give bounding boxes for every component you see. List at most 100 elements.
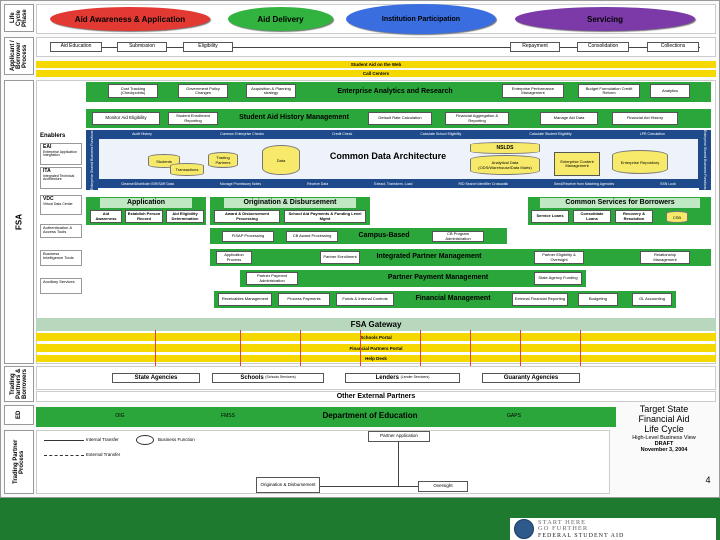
cda-bottom-item: Send/Receive from Matching Agencies: [554, 182, 615, 186]
partner-schools: Schools (Schools Servicers): [212, 373, 324, 383]
partner-application-box: Partner Application: [368, 431, 430, 442]
cda-data: Data: [262, 145, 300, 175]
step-repayment: Repayment: [510, 42, 560, 52]
award-disbursement-box: Award & Disbursement Processing: [214, 210, 280, 223]
legend-internal-label: Internal Transfer: [86, 436, 119, 442]
flow-line: [580, 330, 581, 368]
school-aid-payments-box: School Aid Payments & Funding Level Mgmt: [284, 210, 366, 223]
step-submission: Submission: [117, 42, 167, 52]
service-loans-box: Service Loans: [531, 210, 569, 223]
target-state-line: High-Level Business View: [632, 434, 696, 441]
target-state-label: Target State Financial Aid Life Cycle Hi…: [612, 404, 716, 495]
funds-internal-box: Funds & Internal Controls: [336, 293, 394, 306]
partner-lenders: Lenders (Lender Servicers): [345, 373, 460, 383]
cda-trading-partners: Trading Partners: [208, 152, 238, 168]
step-aid-education: Aid Education: [50, 42, 102, 52]
partner-eligibility-box: Partner Eligibility & Oversight: [534, 251, 584, 264]
cda-bottom-item: Manage Promissory Notes: [219, 182, 262, 186]
ed-fmss: FMSS: [221, 413, 235, 420]
cda-side-right: Enterprise Shared Business Functions: [699, 130, 711, 190]
csb-cylinder: CSB: [666, 211, 688, 223]
aid-eligibility-box: Aid Eligibility Determination: [166, 210, 204, 223]
help-desk-bar: Help Desk: [36, 355, 716, 362]
phase-aid-awareness: Aid Awareness & Application: [50, 7, 210, 31]
fsa-logo: START HERE GO FURTHER FEDERAL STUDENT AI…: [510, 518, 716, 540]
cda-bottom-item: SSN Look: [660, 182, 676, 186]
partner-guaranty-agencies: Guaranty Agencies: [482, 373, 580, 383]
lenders-subtext: (Lender Servicers): [400, 375, 430, 380]
ed-oig: OIG: [115, 413, 125, 420]
cda-enterprise-repository: Enterprise Repository: [612, 150, 668, 174]
cda-top-item: Credit Check: [332, 132, 353, 136]
target-state-line: DRAFT: [654, 440, 674, 447]
financial-management-title: Financial Management: [415, 295, 491, 303]
ed-gaps: GAPS: [507, 413, 521, 420]
enabler-auth-tools: Authentication & Access Tools: [40, 224, 82, 238]
budget-formulation-box: Budget Formulation Credit Reform: [578, 84, 640, 98]
student-enrollment-box: Student Enrollment Reporting: [168, 112, 218, 125]
schools-subtext: (Schools Servicers): [265, 375, 296, 380]
enabler-ancillary: Ancillary Services: [40, 278, 82, 294]
enabler-bi-tools: Business Intelligence Tools: [40, 250, 82, 266]
cost-tracking-box: Cost Tracking (Checkpoints): [108, 84, 158, 98]
phase-servicing: Servicing: [515, 7, 695, 31]
cda-top-item: Calculate Student Eligibility: [529, 132, 572, 136]
application-title: Application: [100, 198, 192, 208]
flow-line: [520, 330, 521, 368]
manage-aid-data-box: Manage Aid Data: [540, 112, 598, 125]
state-agency-funding-box: State Agency Funding: [534, 272, 582, 285]
legend-external-label: External Transfer: [86, 451, 121, 457]
legend-business-oval: [136, 435, 154, 445]
ed-side-label: ED: [4, 405, 34, 425]
flow-line: [420, 330, 421, 368]
financial-partners-portal-bar: Financial Partners Portal: [36, 344, 716, 352]
target-state-line: Financial Aid: [638, 413, 690, 424]
partner-payment-band: [240, 270, 586, 287]
cb-program-admin-box: CB Program Administration: [432, 231, 484, 242]
step-eligibility: Eligibility: [183, 42, 233, 52]
page-number: 4: [705, 475, 711, 486]
flow-line: [240, 330, 241, 368]
aid-history-title: Student Aid History Management: [239, 114, 349, 122]
call-centers-bar: Call Centers: [36, 70, 716, 77]
applicant-line: [50, 47, 700, 48]
aid-awareness-box: Aid Awareness: [90, 210, 122, 223]
partner-state-agencies: State Agencies: [112, 373, 200, 383]
trading-partners-side-label: Trading Partners & Borrowers: [4, 366, 34, 402]
partner-origination-box: Origination & Disbursement: [256, 477, 320, 493]
legend-external-arrow: [44, 455, 84, 456]
flow-line: [155, 330, 156, 368]
cda-side-left: Enterprise Shared Business Functions: [86, 130, 98, 190]
logo-line: GO FURTHER: [538, 525, 589, 532]
enterprise-analytics-title: Enterprise Analytics and Research: [337, 88, 453, 96]
partner-payment-title: Partner Payment Management: [387, 274, 489, 282]
cda-top-bar: Audit History Common Enterprise Checks C…: [98, 130, 699, 138]
relationship-management-box: Relationship Management: [640, 251, 690, 264]
financial-aid-history-box: Financial Aid History: [612, 112, 678, 125]
cda-bottom-item: Receive Data: [307, 182, 329, 186]
fsa-side-label: FSA: [4, 80, 34, 364]
partner-process-row: [36, 430, 610, 494]
cda-title: Common Data Architecture: [329, 151, 447, 162]
enterprise-performance-box: Enterprise Performance Management: [502, 84, 564, 98]
acquisition-planning-box: Acquisition & Planning strategy: [246, 84, 296, 98]
fsa-gateway-bar: FSA Gateway: [36, 318, 716, 331]
financial-aggregation-box: Financial Aggregation & Reporting: [445, 112, 509, 125]
target-state-line: November 3, 2004: [640, 446, 688, 453]
process-payments-box: Process Payments: [278, 293, 330, 306]
cda-top-item: Calculate School Eligibility: [420, 132, 462, 136]
flow-line: [360, 330, 361, 368]
cda-bottom-bar: Cleanse/Distribute ISIR/SAR Data Manage …: [98, 180, 699, 188]
borrower-services-title: Common Services for Borrowers: [540, 198, 700, 208]
partner-process-side-label: Trading Partner Process: [4, 430, 34, 494]
applicant-side-label: Applicant / Borrower Process: [4, 37, 34, 75]
receivables-box: Receivables Management: [218, 293, 272, 306]
partner-process-line: [320, 486, 458, 487]
integrated-partner-title: Integrated Partner Management: [376, 253, 482, 261]
phase-institution-participation: Institution Participation: [346, 4, 496, 34]
origination-title: Origination & Disbursement: [224, 198, 356, 208]
partner-payment-admin-box: Partner Payment Administration: [246, 272, 298, 285]
